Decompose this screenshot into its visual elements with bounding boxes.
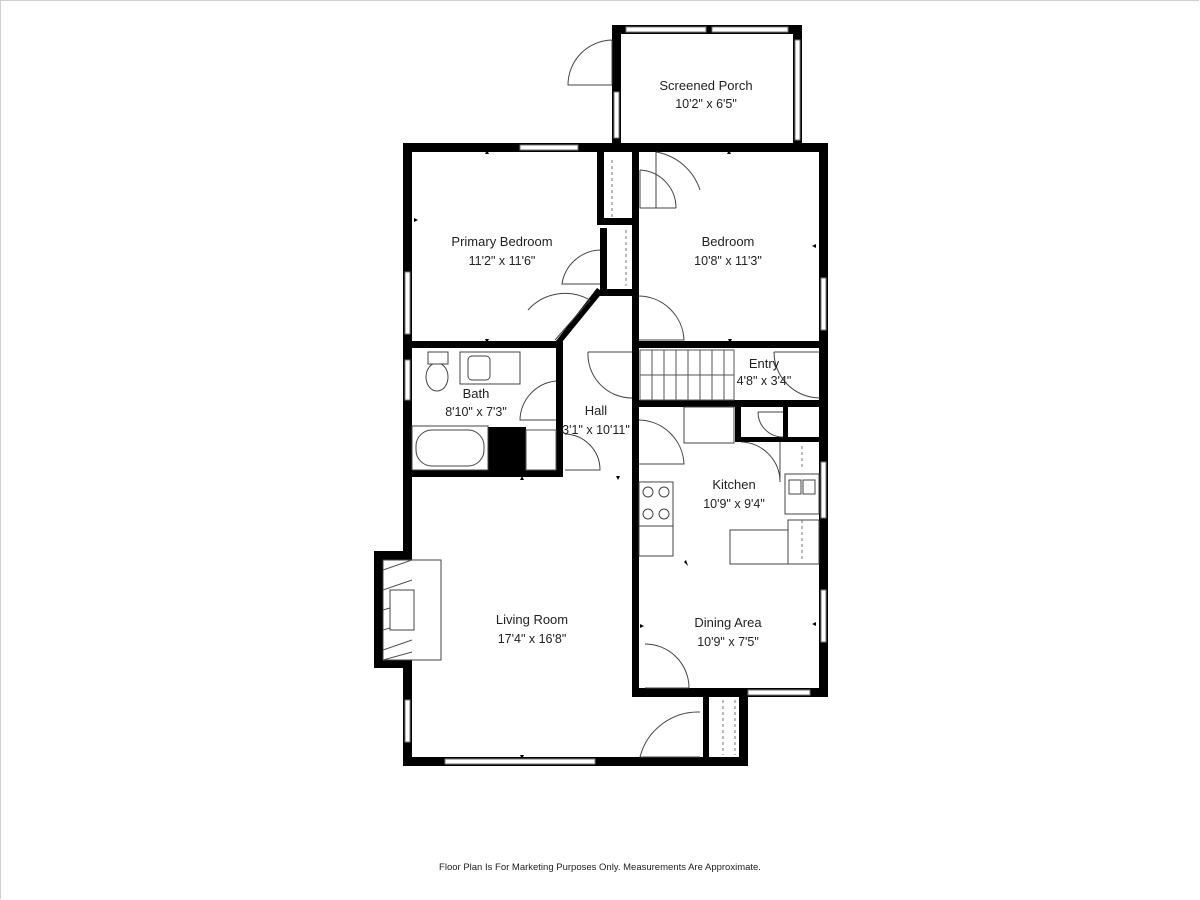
interior-walls (403, 143, 828, 696)
room-name: Bedroom (702, 234, 755, 249)
exterior-windows (404, 144, 827, 765)
room-name: Entry (749, 356, 780, 371)
room-label-dining-area: Dining Area 10'9" x 7'5" (694, 615, 762, 649)
room-dimensions: 10'9" x 7'5" (697, 635, 759, 649)
room-dimensions: 10'9" x 9'4" (703, 497, 765, 511)
room-dimensions: 4'8" x 3'4" (737, 374, 792, 388)
wall-markers (414, 150, 816, 759)
kitchen-fixtures (638, 406, 820, 565)
room-label-hall: Hall 3'1" x 10'11" (562, 403, 630, 437)
room-name: Kitchen (712, 477, 755, 492)
closet-details (525, 160, 736, 758)
bath-fixtures (411, 351, 521, 471)
room-dimensions: 3'1" x 10'11" (562, 423, 630, 437)
room-label-bath: Bath 8'10" x 7'3" (445, 386, 507, 419)
room-name: Primary Bedroom (451, 234, 552, 249)
doors (519, 151, 821, 758)
screened-porch-structure (567, 25, 802, 143)
room-dimensions: 8'10" x 7'3" (445, 405, 507, 419)
room-label-entry: Entry 4'8" x 3'4" (737, 356, 792, 388)
room-label-screened-porch: Screened Porch 10'2" x 6'5" (659, 78, 752, 111)
room-label-kitchen: Kitchen 10'9" x 9'4" (703, 477, 765, 511)
room-label-bedroom: Bedroom 10'8" x 11'3" (694, 234, 762, 268)
room-label-living-room: Living Room 17'4" x 16'8" (496, 612, 568, 646)
fireplace (382, 559, 442, 661)
room-label-primary-bedroom: Primary Bedroom 11'2" x 11'6" (451, 234, 552, 268)
room-name: Bath (463, 386, 490, 401)
room-name: Hall (585, 403, 608, 418)
room-dimensions: 10'2" x 6'5" (675, 97, 737, 111)
room-name: Screened Porch (659, 78, 752, 93)
stairs (639, 349, 735, 401)
disclaimer-text: Floor Plan Is For Marketing Purposes Onl… (439, 862, 761, 873)
room-name: Dining Area (694, 615, 762, 630)
room-name: Living Room (496, 612, 568, 627)
room-dimensions: 17'4" x 16'8" (498, 632, 567, 646)
room-dimensions: 11'2" x 11'6" (469, 254, 536, 268)
room-dimensions: 10'8" x 11'3" (694, 254, 762, 268)
